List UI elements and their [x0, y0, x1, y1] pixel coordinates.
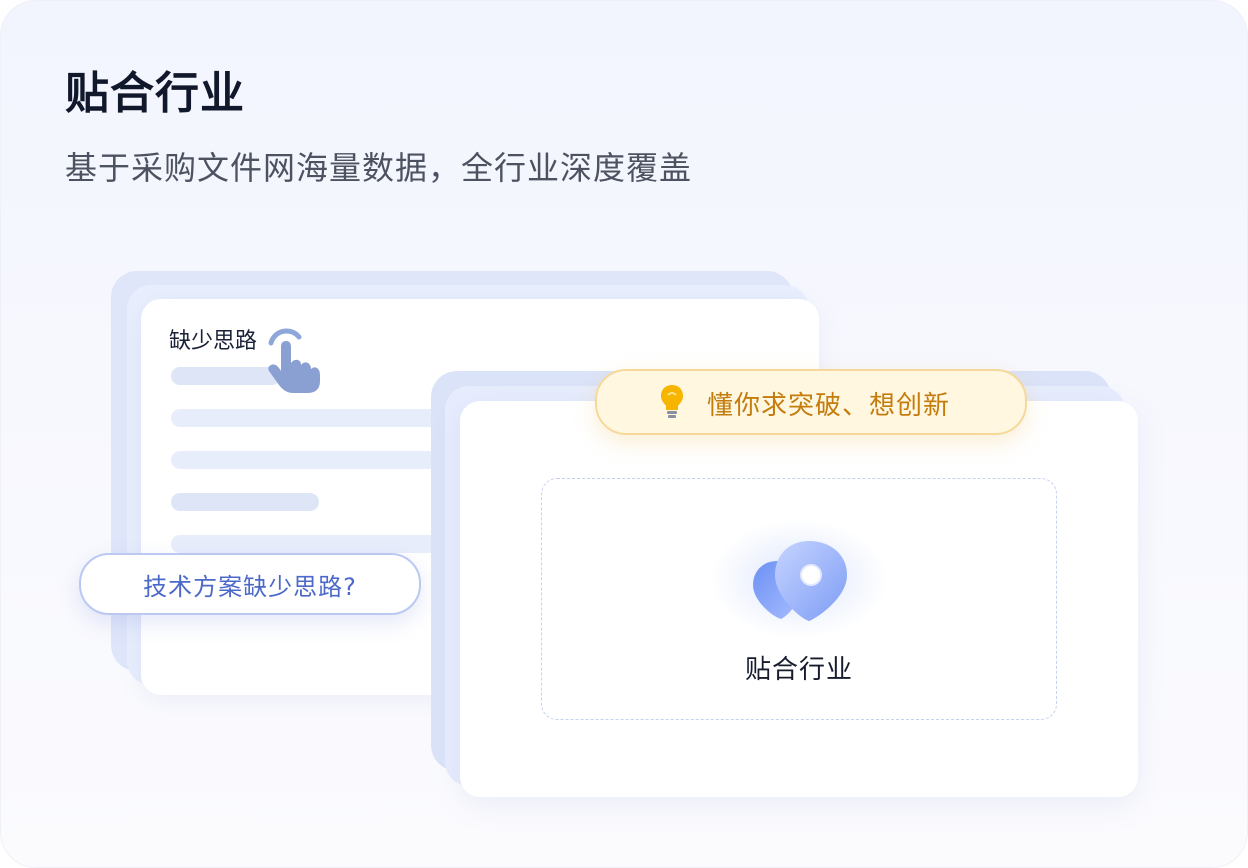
placeholder-line — [171, 367, 281, 385]
insight-banner: 懂你求突破、想创新 — [595, 369, 1027, 435]
location-pin-icon — [753, 541, 847, 621]
page-title: 贴合行业 — [65, 68, 245, 119]
question-pill: 技术方案缺少思路? — [79, 553, 421, 615]
placeholder-line — [171, 493, 319, 511]
placeholder-line — [171, 451, 471, 469]
lightbulb-icon — [661, 385, 683, 418]
placeholder-line — [171, 409, 471, 427]
pointing-hand-icon — [268, 328, 320, 393]
page-subtitle: 基于采购文件网海量数据，全行业深度覆盖 — [65, 149, 693, 187]
industry-label: 贴合行业 — [744, 655, 853, 685]
placeholder-line — [171, 535, 471, 553]
back-doc-label: 缺少思路 — [169, 329, 258, 354]
banner-text: 懂你求突破、想创新 — [707, 391, 951, 421]
